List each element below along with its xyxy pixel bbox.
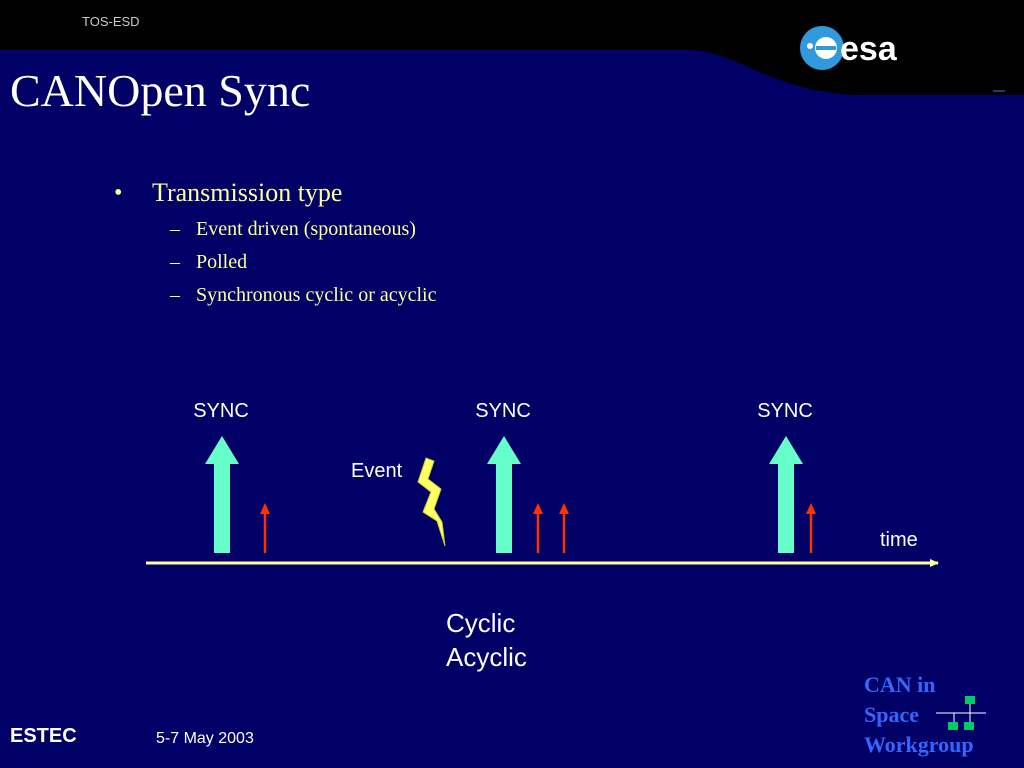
- esa-logo: esa: [800, 26, 898, 70]
- sub-bullet-event-driven: Event driven (spontaneous): [196, 218, 416, 240]
- workgroup-line-3: Workgroup: [864, 732, 974, 757]
- can-in-space-logo: CAN in Space Workgroup: [864, 670, 974, 760]
- response-arrow-3: [559, 503, 569, 553]
- event-label: Event: [351, 460, 403, 482]
- time-label: time: [880, 529, 918, 551]
- workgroup-line-1: CAN in: [864, 672, 936, 697]
- esa-logo-text: esa: [840, 30, 898, 68]
- sub-bullet-polled: Polled: [196, 251, 248, 273]
- dash-icon: –: [170, 251, 180, 273]
- sync-arrow-3: [769, 436, 803, 553]
- cyclic-label: Cyclic: [446, 608, 516, 638]
- page-title: CANOpen Sync: [10, 65, 311, 116]
- org-label: TOS-ESD: [82, 14, 140, 29]
- response-arrow-1: [260, 503, 270, 553]
- network-icon: [936, 696, 986, 730]
- sync-arrow-2: [487, 436, 521, 553]
- lightning-bolt-icon: [417, 457, 446, 547]
- sync-label-3: SYNC: [757, 400, 813, 422]
- dash-icon: –: [170, 284, 180, 306]
- footer-site: ESTEC: [10, 725, 77, 747]
- bullet-main: Transmission type: [152, 178, 343, 207]
- sync-label-2: SYNC: [475, 400, 531, 422]
- bullet-icon: •: [114, 180, 123, 206]
- acyclic-label: Acyclic: [446, 642, 527, 672]
- sync-arrow-1: [205, 436, 239, 553]
- footer-date: 5-7 May 2003: [156, 730, 254, 747]
- response-arrow-4: [806, 503, 816, 553]
- dash-icon: –: [170, 218, 180, 240]
- response-arrow-2: [533, 503, 543, 553]
- header-banner: [0, 0, 1024, 95]
- workgroup-line-2: Space: [864, 702, 919, 727]
- sub-bullet-synchronous: Synchronous cyclic or acyclic: [196, 284, 437, 306]
- sync-label-1: SYNC: [193, 400, 249, 422]
